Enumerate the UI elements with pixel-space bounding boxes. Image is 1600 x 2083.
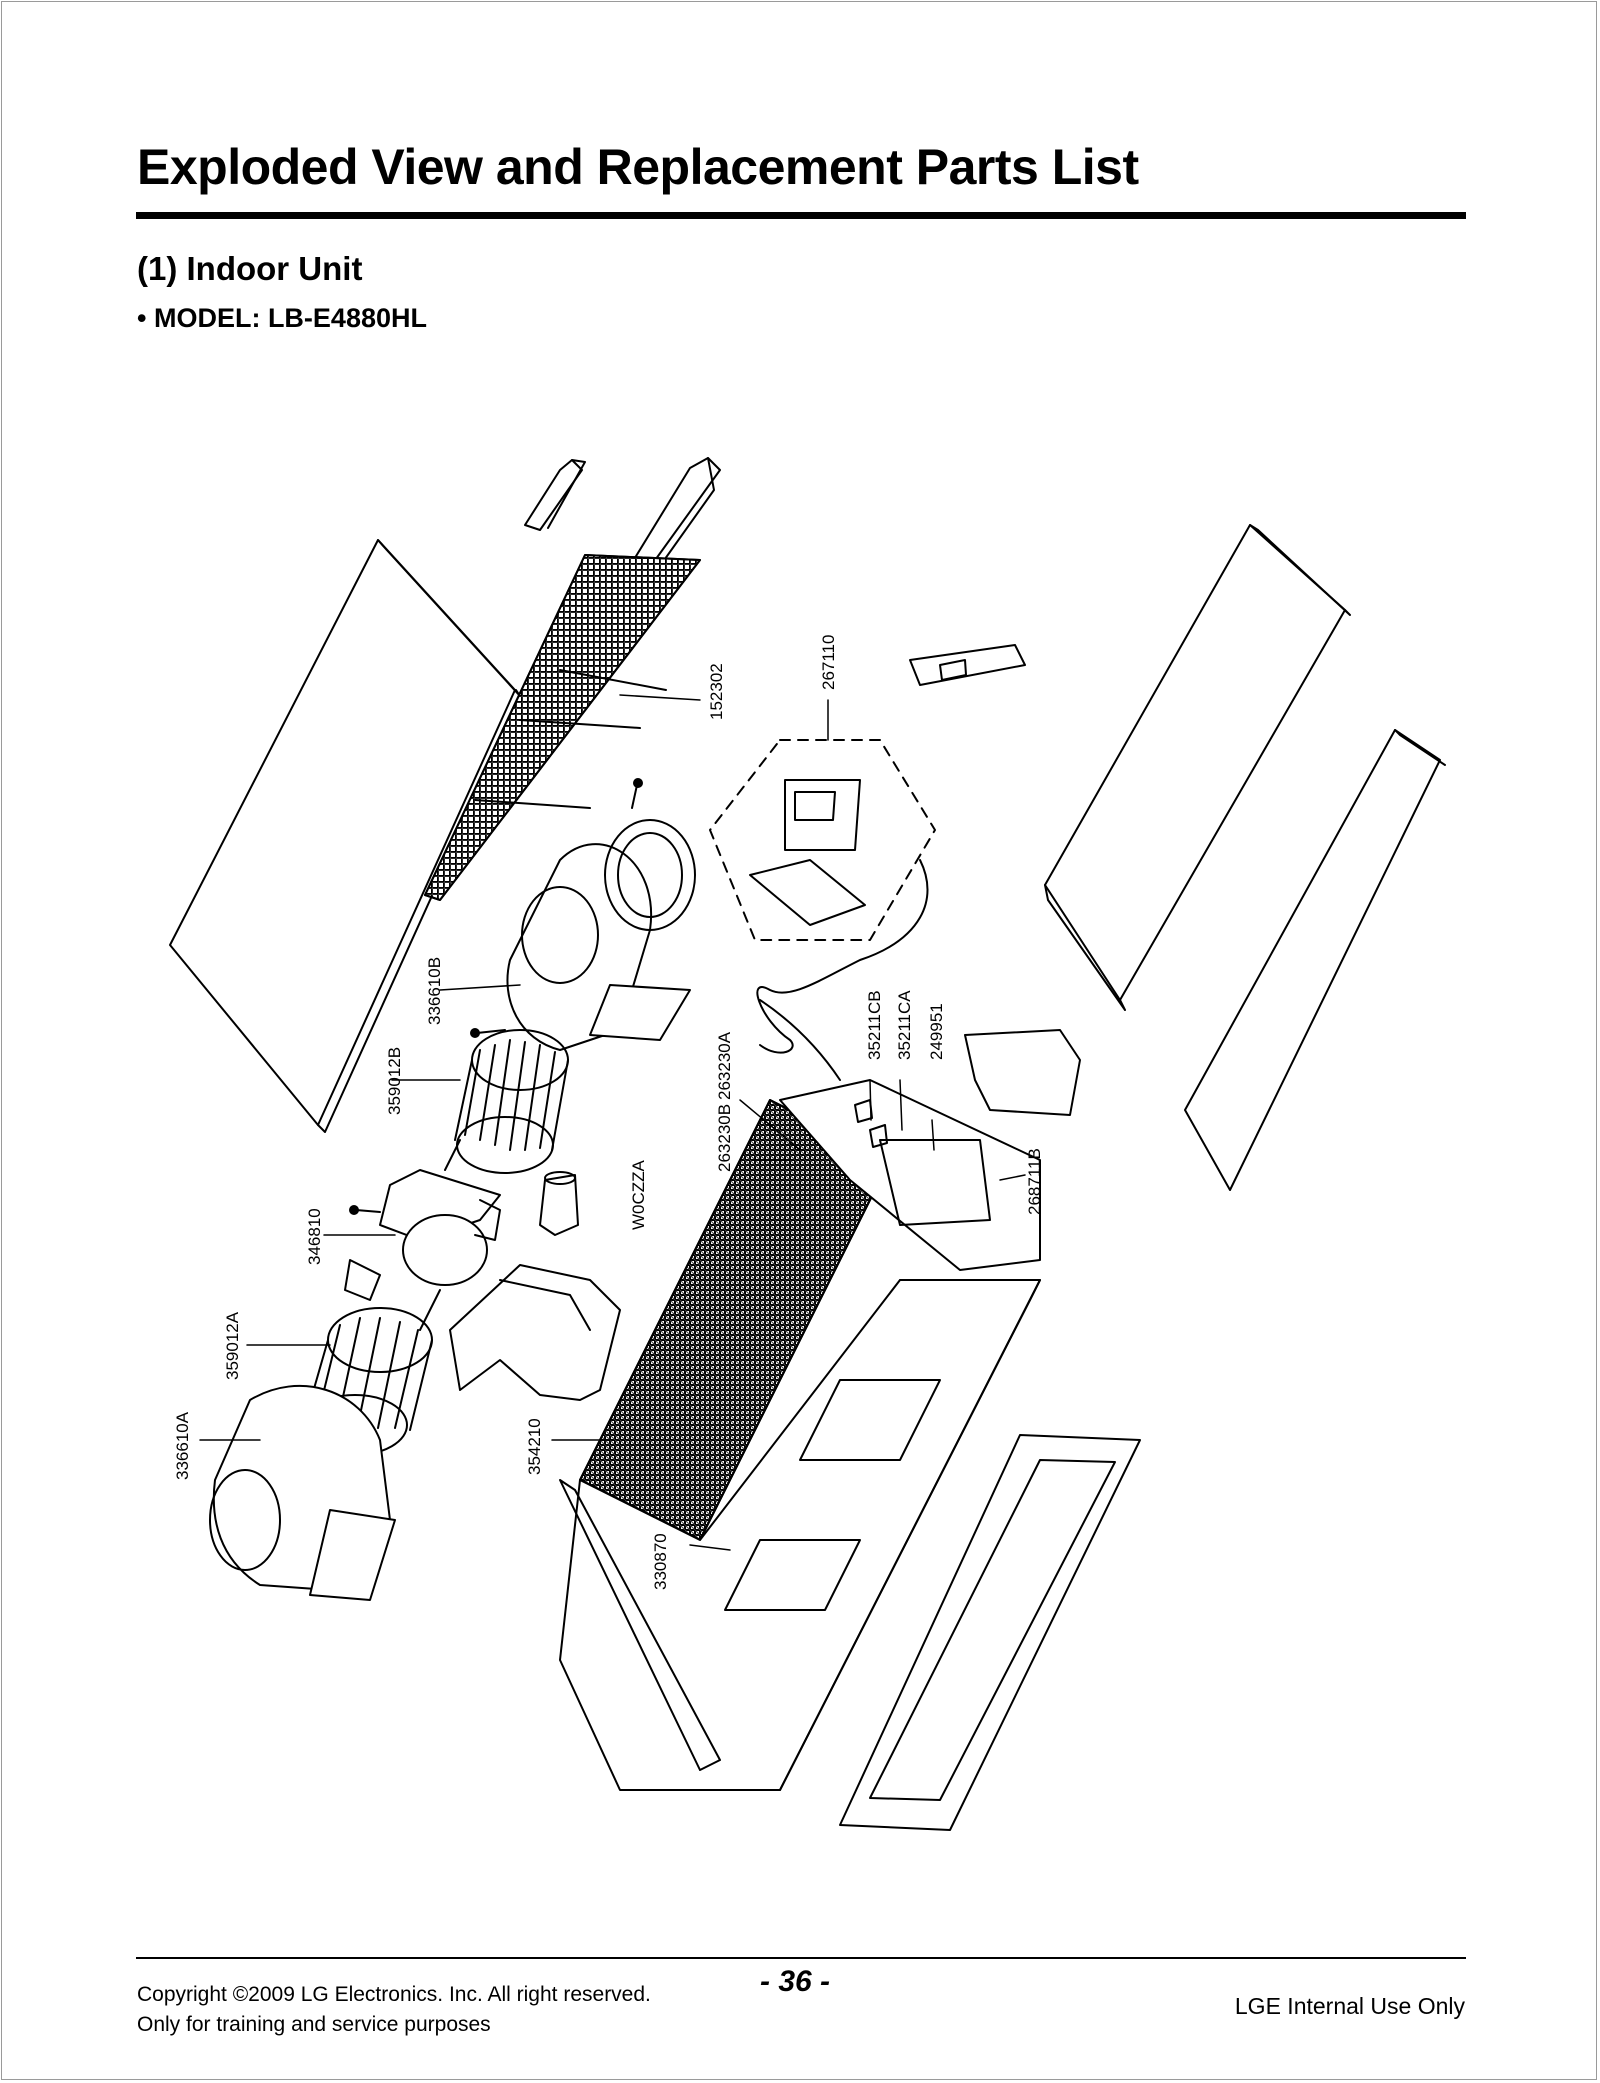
part-label-152302: 152302 bbox=[707, 663, 726, 720]
title-divider bbox=[136, 212, 1466, 219]
part-label-35211CB: 35211CB bbox=[865, 990, 884, 1060]
copyright-line-1: Copyright ©2009 LG Electronics. Inc. All… bbox=[137, 1983, 651, 2006]
top-rail bbox=[629, 457, 721, 581]
part-label-268711B: 268711B bbox=[1025, 1148, 1044, 1215]
part-label-330870: 330870 bbox=[651, 1533, 670, 1590]
fan-wheel-b bbox=[454, 1029, 569, 1174]
connection-cable bbox=[756, 859, 929, 1081]
part-label-249951: 249951 bbox=[927, 1003, 946, 1060]
control-box-cover bbox=[964, 1029, 1081, 1116]
motor-bracket bbox=[449, 1264, 621, 1401]
wireless-remote bbox=[909, 644, 1026, 686]
capacitor bbox=[539, 1171, 579, 1236]
part-label-354210: 354210 bbox=[525, 1418, 544, 1475]
flange-frame bbox=[839, 1434, 1141, 1831]
leader-lines bbox=[199, 694, 1026, 1551]
drain-pan bbox=[559, 1479, 721, 1771]
side-panel-upper bbox=[1044, 524, 1351, 1011]
internal-use-notice: LGE Internal Use Only bbox=[1234, 1993, 1465, 2019]
part-label-336610B: 336610B bbox=[425, 957, 444, 1025]
part-label-267110: 267110 bbox=[819, 635, 838, 690]
part-labels: 152302 267110 336610B 359012B 263230A 35… bbox=[173, 635, 1044, 1590]
side-panel-lower bbox=[1184, 729, 1446, 1191]
part-label-359012B: 359012B bbox=[385, 1047, 404, 1115]
copyright-line-2: Only for training and service purposes bbox=[137, 2013, 491, 2036]
part-label-W0CZZA: W0CZZA bbox=[629, 1159, 648, 1230]
section-heading: (1) Indoor Unit bbox=[137, 250, 363, 287]
blower-housing-b bbox=[506, 819, 696, 1051]
part-label-359012A: 359012A bbox=[223, 1311, 242, 1380]
main-casing bbox=[559, 1279, 1041, 1791]
mounting-bracket-small bbox=[524, 459, 586, 531]
part-label-346810: 346810 bbox=[305, 1208, 324, 1265]
wired-remote-controller bbox=[709, 739, 936, 941]
air-filter bbox=[424, 554, 701, 901]
footer-divider bbox=[136, 1957, 1466, 1959]
page-title: Exploded View and Replacement Parts List bbox=[137, 139, 1139, 195]
blower-housing-a bbox=[209, 1385, 396, 1601]
model-label: • MODEL: LB-E4880HL bbox=[137, 303, 427, 333]
part-label-336610A: 336610A bbox=[173, 1411, 192, 1480]
part-label-263230A: 263230A bbox=[715, 1031, 734, 1100]
page-number: - 36 - bbox=[760, 1965, 831, 1998]
copyright-notice: Copyright ©2009 LG Electronics. Inc. All… bbox=[137, 1980, 651, 2040]
part-label-263230B: 263230B bbox=[715, 1104, 734, 1172]
fan-motor bbox=[344, 1139, 501, 1331]
part-label-35211CA: 35211CA bbox=[895, 990, 914, 1060]
